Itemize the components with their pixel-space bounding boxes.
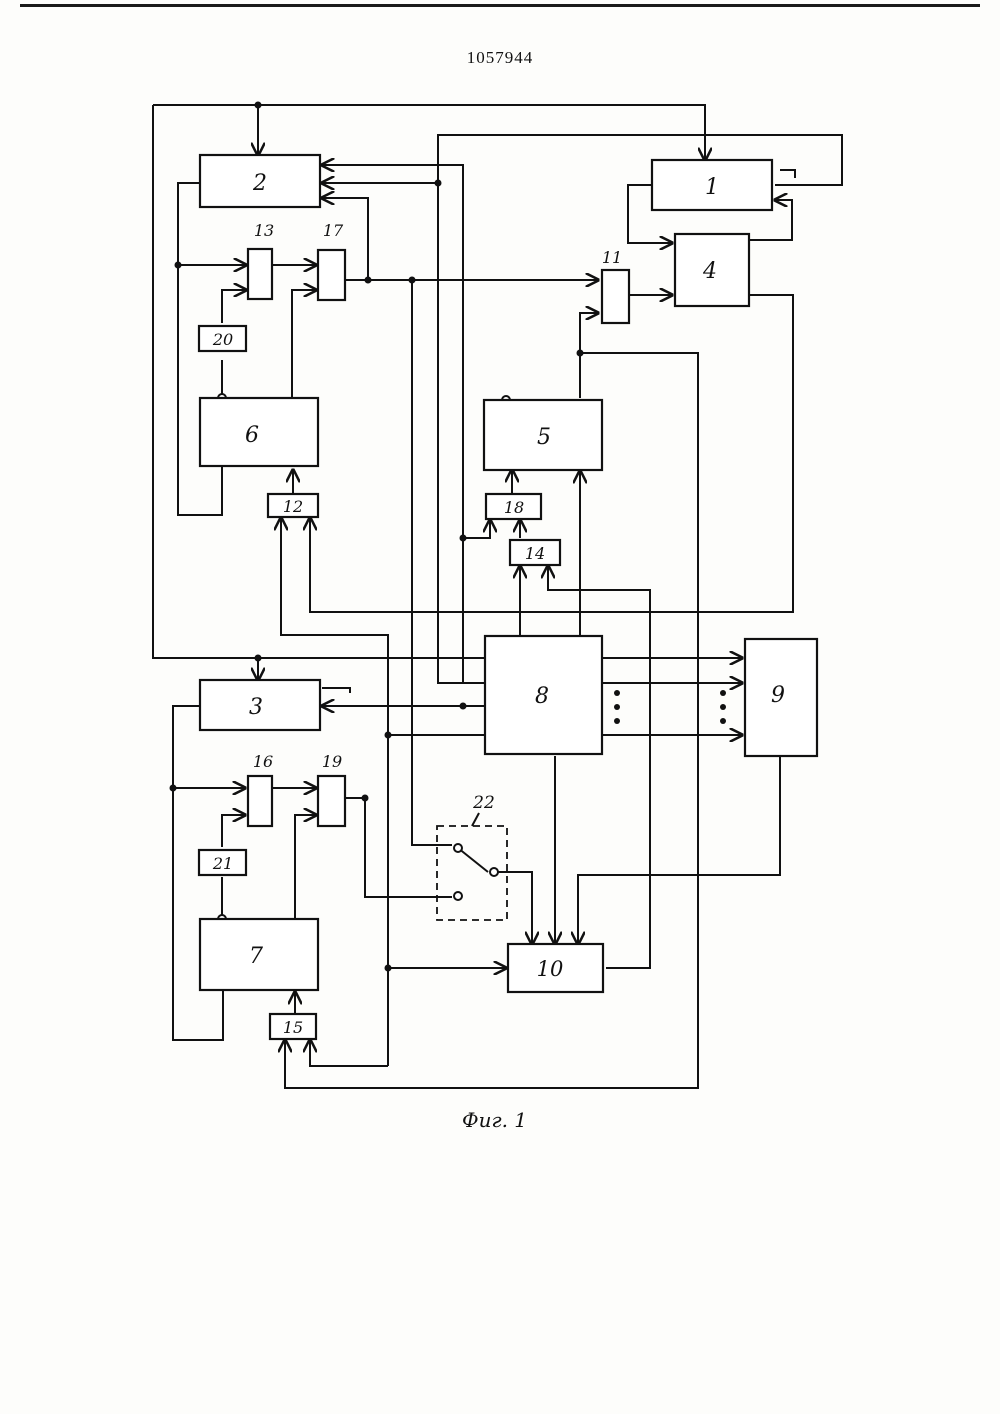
block-1: 1: [652, 160, 772, 210]
block-20: 20: [199, 326, 246, 351]
svg-text:5: 5: [537, 425, 551, 450]
block-2: 2: [200, 155, 320, 207]
svg-text:11: 11: [602, 248, 622, 267]
block-3: 3: [200, 680, 320, 730]
svg-text:6: 6: [245, 423, 259, 448]
svg-text:9: 9: [771, 683, 785, 708]
svg-text:7: 7: [249, 944, 263, 969]
svg-text:1: 1: [705, 175, 719, 200]
block-18: 18: [486, 494, 541, 519]
block-6: 6: [200, 398, 318, 466]
svg-text:20: 20: [212, 330, 233, 349]
block-19: 19: [318, 752, 345, 826]
block-22-switch: 22: [437, 793, 507, 920]
block-8: 8: [485, 636, 602, 754]
block-17: 17: [318, 221, 345, 300]
svg-text:10: 10: [537, 957, 564, 981]
svg-text:4: 4: [702, 259, 717, 284]
svg-text:13: 13: [254, 221, 274, 240]
block-12: 12: [268, 494, 318, 517]
block-9: 9: [745, 639, 817, 756]
svg-text:22: 22: [472, 793, 495, 813]
svg-text:8: 8: [535, 684, 549, 709]
block-11: 11: [602, 248, 629, 323]
svg-text:19: 19: [322, 752, 342, 771]
svg-text:2: 2: [252, 171, 267, 196]
block-14: 14: [510, 540, 560, 565]
svg-text:15: 15: [283, 1018, 303, 1037]
svg-text:14: 14: [525, 544, 545, 563]
svg-text:17: 17: [323, 221, 344, 240]
junction-dots: [170, 102, 584, 972]
bus-ellipsis: [614, 690, 726, 724]
svg-text:3: 3: [249, 695, 263, 720]
block-13: 13: [248, 221, 274, 299]
block-5: 5: [484, 400, 602, 470]
figure-caption: Фиг. 1: [462, 1108, 582, 1132]
svg-text:18: 18: [504, 498, 524, 517]
svg-text:21: 21: [212, 854, 233, 873]
block-21: 21: [199, 850, 246, 875]
svg-text:12: 12: [283, 497, 303, 516]
block-4: 4: [675, 234, 749, 306]
block-15: 15: [270, 1014, 316, 1039]
block-10: 10: [508, 944, 603, 992]
svg-text:16: 16: [253, 752, 273, 771]
block-7: 7: [200, 919, 318, 990]
block-16: 16: [248, 752, 273, 826]
